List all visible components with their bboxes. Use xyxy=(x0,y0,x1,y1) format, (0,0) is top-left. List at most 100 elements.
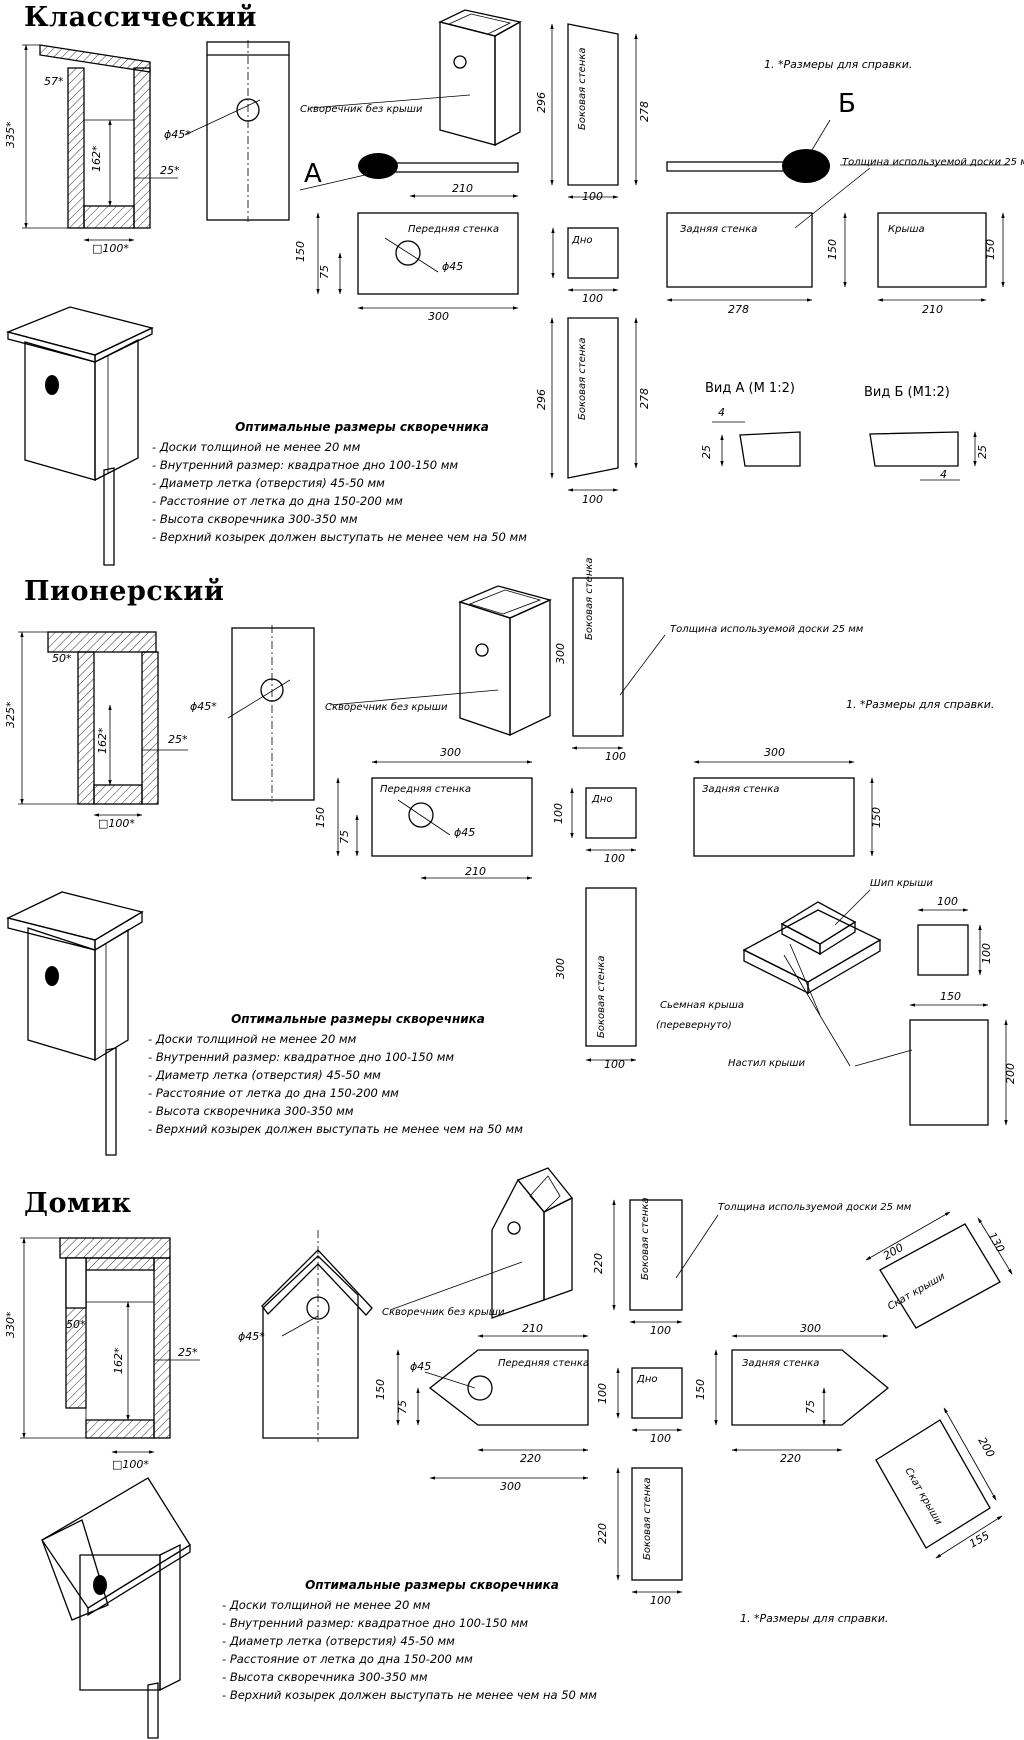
pioneer-tenon-w: 100 xyxy=(937,895,958,908)
pioneer-side-wall-top xyxy=(571,577,666,750)
pioneer-d45: ϕ45 xyxy=(454,826,475,839)
house-d220b: 220 xyxy=(520,1452,541,1465)
classic-board-thickness: Толщина используемой доски 25 мм xyxy=(842,157,1024,168)
classic-total-height: 335* xyxy=(4,121,17,148)
classic-bottom-label: Дно xyxy=(571,235,592,246)
classic-d296b: 296 xyxy=(535,389,548,410)
house-d300b: 300 xyxy=(800,1322,821,1335)
pioneer-back-wall xyxy=(693,760,874,857)
classic-roof-label: Крыша xyxy=(888,224,925,235)
classic-front-wall-label: Передняя стенка xyxy=(408,224,499,235)
pioneer-roof-offset: 50* xyxy=(52,652,72,665)
classic-side-wall-label: Боковая стенка xyxy=(577,47,588,130)
pioneer-roof-deck xyxy=(854,1003,1008,1126)
classic-back-wall xyxy=(666,167,871,302)
house-d220a: 220 xyxy=(592,1253,605,1274)
pioneer-side-wall-bottom xyxy=(585,887,637,1062)
house-section-view xyxy=(20,1237,200,1454)
classic-d278: 278 xyxy=(638,101,651,122)
pioneer-floor: □100* xyxy=(98,817,135,830)
classic-no-roof-label: Скворечник без крыши xyxy=(300,103,423,115)
house-bottom-label: Дно xyxy=(636,1374,657,1385)
pioneer-optimal-item: Расстояние от летка до дна 150-200 мм xyxy=(148,1084,568,1102)
house-box-3d xyxy=(389,1167,574,1319)
house-d75a: 75 xyxy=(396,1400,409,1414)
pioneer-box-3d xyxy=(329,585,552,737)
classic-box-3d xyxy=(309,9,522,147)
pioneer-optimal-item: Доски толщиной не менее 20 мм xyxy=(148,1030,568,1048)
house-optimal-item: Верхний козырек должен выступать не мене… xyxy=(222,1686,642,1704)
pioneer-back-wall-label: Задняя стенка xyxy=(702,784,779,795)
pioneer-d300a: 300 xyxy=(554,643,567,664)
classic-d100b: 100 xyxy=(582,292,603,305)
house-d75b: 75 xyxy=(804,1400,817,1414)
house-title: Домик xyxy=(24,1188,132,1219)
house-no-roof-label: Скворечник без крыши xyxy=(382,1306,505,1318)
house-hole-height: 162* xyxy=(112,1347,125,1374)
pioneer-title: Пионерский xyxy=(24,576,225,607)
classic-wall: 25* xyxy=(160,164,180,177)
pioneer-roof-tenon-label: Шип крыши xyxy=(870,878,933,889)
pioneer-d300d: 300 xyxy=(554,958,567,979)
house-roof-slope-1 xyxy=(865,1211,1013,1329)
classic-view-b-label: Вид Б (М1:2) xyxy=(864,385,950,400)
house-d220d: 220 xyxy=(596,1523,609,1544)
pioneer-d100d: 100 xyxy=(604,1058,625,1071)
classic-roof xyxy=(877,212,1005,302)
house-back-wall xyxy=(714,1334,890,1452)
house-optimal-item: Высота скворечника 300-350 мм xyxy=(222,1668,642,1686)
classic-title: Классический xyxy=(24,2,257,33)
pioneer-removable-roof-label: Сьемная крыша xyxy=(660,1000,744,1011)
house-roof-offset: 50* xyxy=(66,1318,86,1331)
classic-optimal-item: Высота скворечника 300-350 мм xyxy=(152,510,572,528)
house-d150b: 150 xyxy=(694,1379,707,1400)
house-total-height: 330* xyxy=(4,1311,17,1338)
house-optimal-heading: Оптимальные размеры скворечника xyxy=(305,1578,559,1592)
pioneer-d210: 210 xyxy=(465,865,486,878)
classic-d300: 300 xyxy=(428,310,449,323)
classic-optimal-item: Расстояние от летка до дна 150-200 мм xyxy=(152,492,572,510)
classic-view-b xyxy=(869,431,977,481)
pioneer-d100b: 100 xyxy=(552,803,565,824)
house-back-wall-label: Задняя стенка xyxy=(742,1358,819,1369)
pioneer-optimal-item: Диаметр летка (отверстия) 45-50 мм xyxy=(148,1066,568,1084)
classic-d100c: 100 xyxy=(582,493,603,506)
classic-hole-diameter: ϕ45* xyxy=(164,128,191,141)
pioneer-d100c: 100 xyxy=(604,852,625,865)
classic-optimal-list: Оптимальные размеры скворечника Доски то… xyxy=(152,418,572,546)
house-wall: 25* xyxy=(178,1346,198,1359)
classic-back-wall-label: Задняя стенка xyxy=(680,224,757,235)
classic-view-b-d25: 25 xyxy=(976,445,989,459)
classic-floor: □100* xyxy=(92,242,129,255)
classic-optimal-item: Диаметр летка (отверстия) 45-50 мм xyxy=(152,474,572,492)
pioneer-board-thickness: Толщина используемой доски 25 мм xyxy=(670,624,864,635)
pioneer-front-wall-label: Передняя стенка xyxy=(380,784,471,795)
house-front-wall-label: Передняя стенка xyxy=(498,1358,589,1369)
classic-marker-b xyxy=(666,119,1010,183)
pioneer-roof-deck-label: Настил крыши xyxy=(728,1058,805,1069)
classic-d150b: 150 xyxy=(826,239,839,260)
pioneer-d100a: 100 xyxy=(605,750,626,763)
classic-front-wall xyxy=(316,194,519,310)
house-side-wall-top xyxy=(612,1199,719,1324)
classic-hole-height: 162* xyxy=(90,145,103,172)
pioneer-bottom xyxy=(570,787,637,852)
house-d200a: 200 xyxy=(881,1241,906,1263)
classic-section: 335* 57* 162* 25* □100* ϕ45* Скворечник … xyxy=(4,9,1024,566)
classic-view-a-d4: 4 xyxy=(718,406,725,419)
house-d210: 210 xyxy=(522,1322,543,1335)
classic-marker-a xyxy=(299,153,519,191)
classic-d210b: 210 xyxy=(922,303,943,316)
pioneer-optimal-item: Верхний козырек должен выступать не мене… xyxy=(148,1120,568,1138)
house-d130: 130 xyxy=(985,1230,1007,1255)
house-d100d: 100 xyxy=(650,1594,671,1607)
house-front-wall xyxy=(396,1334,589,1480)
pioneer-section: 325* 50* 162* 25* □100* ϕ45* Скворечник … xyxy=(4,557,1017,1156)
house-d155: 155 xyxy=(967,1529,992,1551)
pioneer-optimal-item: Внутренний размер: квадратное дно 100-15… xyxy=(148,1048,568,1066)
pioneer-roof-3d xyxy=(742,889,882,1067)
classic-view-b-d4: 4 xyxy=(940,468,947,481)
house-optimal-item: Доски толщиной не менее 20 мм xyxy=(222,1596,642,1614)
classic-d296: 296 xyxy=(535,92,548,113)
pioneer-wall: 25* xyxy=(168,733,188,746)
